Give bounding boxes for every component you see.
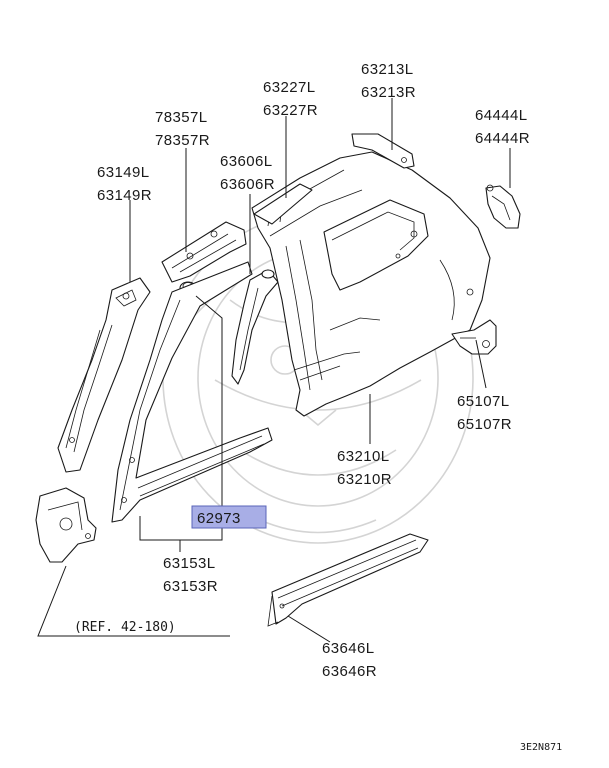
svg-text:63213L: 63213L <box>361 61 413 78</box>
svg-text:64444R: 64444R <box>475 130 530 147</box>
label-65107: 65107L 65107R <box>457 393 512 433</box>
svg-text:63149L: 63149L <box>97 164 149 181</box>
svg-text:63646L: 63646L <box>322 640 374 657</box>
part-63227-rail[interactable] <box>253 183 313 225</box>
svg-text:64444L: 64444L <box>475 107 527 124</box>
svg-text:63149R: 63149R <box>97 187 152 204</box>
label-78357: 78357L 78357R <box>155 109 210 149</box>
label-63646: 63646L 63646R <box>322 640 377 680</box>
diagram-code: 3E2N871 <box>520 742 562 753</box>
part-63153-side-outer[interactable] <box>111 261 273 523</box>
part-78357-bracket[interactable] <box>161 221 247 283</box>
svg-text:78357R: 78357R <box>155 132 210 149</box>
svg-text:63210R: 63210R <box>337 471 392 488</box>
svg-text:65107L: 65107L <box>457 393 509 410</box>
svg-text:63153L: 63153L <box>163 555 215 572</box>
svg-text:63213R: 63213R <box>361 84 416 101</box>
svg-text:63606L: 63606L <box>220 153 272 170</box>
part-63646-sill[interactable] <box>267 533 429 627</box>
part-64444-housing[interactable] <box>485 184 521 229</box>
svg-text:63646R: 63646R <box>322 663 377 680</box>
label-63227: 63227L 63227R <box>263 79 318 119</box>
part-63606-panel[interactable] <box>231 269 279 385</box>
label-64444: 64444L 64444R <box>475 107 530 147</box>
svg-text:63227L: 63227L <box>263 79 315 96</box>
highlighted-part-62973[interactable]: 62973 <box>191 505 267 529</box>
label-63153: 63153L 63153R <box>163 555 218 595</box>
leader-lines <box>37 98 511 643</box>
highlighted-part-label: 62973 <box>197 510 241 527</box>
ref-bracket-part[interactable] <box>35 487 97 563</box>
svg-text:63606R: 63606R <box>220 176 275 193</box>
label-63149: 63149L 63149R <box>97 164 152 204</box>
label-63210: 63210L 63210R <box>337 448 392 488</box>
svg-text:63210L: 63210L <box>337 448 389 465</box>
part-63213-bracket[interactable] <box>351 133 415 169</box>
part-63149-inner-pillar[interactable] <box>57 277 151 473</box>
reference-note: (REF. 42-180) <box>74 620 176 635</box>
label-63213: 63213L 63213R <box>361 61 416 101</box>
part-65107-bracket[interactable] <box>451 319 497 355</box>
svg-text:63227R: 63227R <box>263 102 318 119</box>
svg-text:63153R: 63153R <box>163 578 218 595</box>
svg-text:78357L: 78357L <box>155 109 207 126</box>
svg-text:65107R: 65107R <box>457 416 512 433</box>
label-63606: 63606L 63606R <box>220 153 275 193</box>
